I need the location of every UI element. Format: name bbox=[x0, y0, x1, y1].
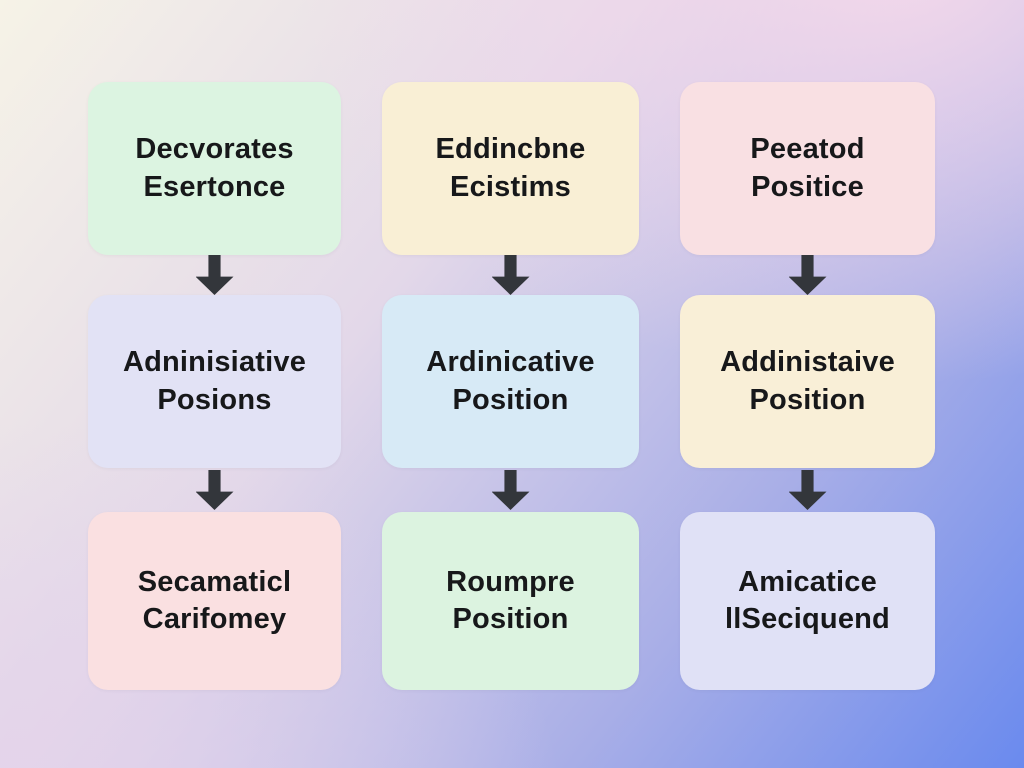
flow-box: Addinistaive Position bbox=[680, 295, 935, 468]
down-arrow-icon bbox=[491, 255, 530, 295]
flow-box: Amicatice llSeciquend bbox=[680, 512, 935, 690]
flow-box-label: Position bbox=[452, 383, 569, 416]
flow-box-label: Amicatice bbox=[738, 565, 877, 598]
flow-box: Secamaticl Carifomey bbox=[88, 512, 341, 690]
flow-box-label: Ardinicative bbox=[426, 346, 595, 379]
flow-box-label: Peeatod bbox=[750, 133, 865, 166]
flow-box-label: Position bbox=[749, 383, 866, 416]
flow-box-label: Addinistaive bbox=[720, 346, 895, 379]
connector bbox=[680, 255, 935, 295]
flow-box-label: Posions bbox=[157, 383, 272, 416]
flow-box-label: Adninisiative bbox=[122, 346, 307, 379]
flow-box: Roumpre Position bbox=[382, 512, 639, 690]
flow-box-label: llSeciquend bbox=[725, 603, 890, 635]
flow-box-label: Esertonce bbox=[143, 170, 286, 203]
flow-box-label: Positice bbox=[751, 170, 864, 203]
down-arrow-icon bbox=[195, 470, 234, 510]
flowchart-grid: Decvorates Esertonce Adninisiative Posio… bbox=[88, 82, 935, 690]
flow-box: Ardinicative Position bbox=[382, 295, 639, 468]
down-arrow-icon bbox=[491, 470, 530, 510]
flow-box: Eddincbne Ecistims bbox=[382, 82, 639, 255]
flow-box-label: Decvorates bbox=[135, 133, 294, 166]
flow-box-label: Carifomey bbox=[142, 603, 287, 635]
down-arrow-icon bbox=[788, 470, 827, 510]
connector bbox=[382, 468, 639, 512]
down-arrow-icon bbox=[195, 255, 234, 295]
flow-box-label: Roumpre bbox=[446, 565, 575, 598]
flow-box-label: Position bbox=[452, 603, 569, 635]
connector bbox=[382, 255, 639, 295]
flow-box-label: Ecistims bbox=[450, 170, 571, 203]
connector bbox=[88, 255, 341, 295]
connector bbox=[680, 468, 935, 512]
connector bbox=[88, 468, 341, 512]
flow-box: Decvorates Esertonce bbox=[88, 82, 341, 255]
flow-box: Peeatod Positice bbox=[680, 82, 935, 255]
flow-box-label: Eddincbne bbox=[435, 133, 586, 166]
down-arrow-icon bbox=[788, 255, 827, 295]
flow-box-label: Secamaticl bbox=[137, 565, 292, 598]
flow-box: Adninisiative Posions bbox=[88, 295, 341, 468]
